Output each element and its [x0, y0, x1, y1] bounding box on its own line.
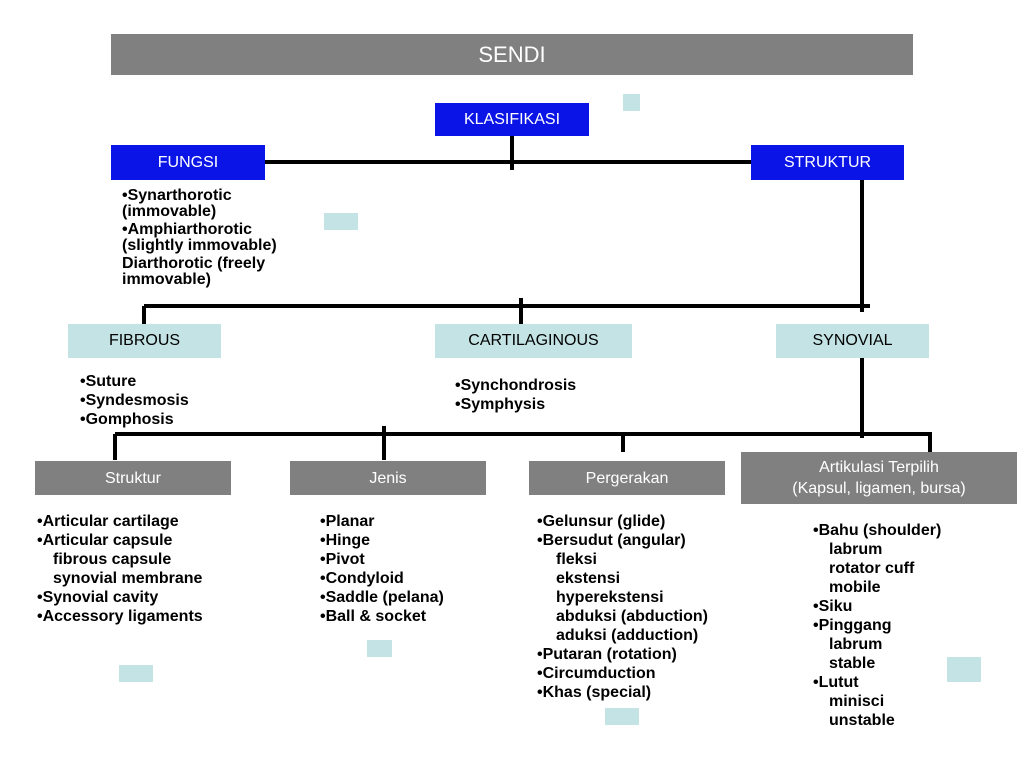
decorative-square	[119, 665, 153, 682]
cartilaginous-box: CARTILAGINOUS	[435, 324, 632, 358]
list-item: •Pinggang	[813, 617, 892, 634]
decorative-square	[324, 213, 358, 230]
list-item: •Suture	[80, 373, 137, 390]
decorative-square	[947, 657, 981, 682]
klasifikasi-box: KLASIFIKASI	[435, 103, 589, 136]
list-item: labrum	[829, 636, 883, 653]
list-item: •Articular capsule	[37, 532, 173, 549]
fibrous-list: •Suture •Syndesmosis •Gomphosis	[80, 372, 189, 429]
list-item: •Hinge	[320, 532, 371, 549]
artikulasi-box: Artikulasi Terpilih (Kapsul, ligamen, bu…	[741, 452, 1017, 504]
artikulasi-label-line1: Artikulasi Terpilih	[819, 459, 939, 476]
list-item: •Synchondrosis	[455, 377, 577, 394]
jenis-box: Jenis	[290, 461, 486, 495]
list-item: •Accessory ligaments	[37, 608, 203, 625]
list-item: •Lutut	[813, 674, 859, 691]
list-item: synovial membrane	[53, 570, 203, 587]
list-item: unstable	[829, 712, 895, 729]
list-item: immovable)	[122, 271, 211, 288]
artikulasi-list: •Bahu (shoulder) labrum rotator cuff mob…	[813, 521, 941, 730]
fibrous-box: FIBROUS	[68, 324, 221, 358]
list-item: fleksi	[556, 551, 597, 568]
synovial-box: SYNOVIAL	[776, 324, 929, 358]
list-item: •Pivot	[320, 551, 365, 568]
list-item: •Planar	[320, 513, 375, 530]
decorative-square	[605, 708, 639, 725]
decorative-square	[367, 640, 392, 657]
list-item: rotator cuff	[829, 560, 915, 577]
list-item: •Gelunsur (glide)	[537, 513, 666, 530]
list-item: •Bersudut (angular)	[537, 532, 686, 549]
list-item: •Saddle (pelana)	[320, 589, 444, 606]
struktur-box: Struktur	[35, 461, 231, 495]
artikulasi-label-line2: (Kapsul, ligamen, bursa)	[792, 480, 966, 497]
decorative-square	[623, 94, 640, 111]
list-item: •Khas (special)	[537, 684, 652, 701]
list-item: •Siku	[813, 598, 853, 615]
list-item: (immovable)	[122, 203, 217, 220]
fungsi-box: FUNGSI	[111, 145, 265, 180]
list-item: mobile	[829, 579, 881, 596]
synovial-label: SYNOVIAL	[812, 332, 893, 349]
list-item: •Synovial cavity	[37, 589, 159, 606]
list-item: (slightly immovable)	[122, 237, 277, 254]
jenis-label: Jenis	[369, 469, 407, 487]
list-item: •Gomphosis	[80, 411, 174, 428]
pergerakan-label: Pergerakan	[585, 469, 669, 487]
struktur-top-box: STRUKTUR	[751, 145, 904, 180]
struktur-label: Struktur	[104, 469, 161, 487]
list-item: labrum	[829, 541, 883, 558]
list-item: •Articular cartilage	[37, 513, 179, 530]
page-title-text: SENDI	[478, 41, 546, 67]
list-item: fibrous capsule	[53, 551, 172, 568]
fungsi-label: FUNGSI	[157, 153, 219, 171]
pergerakan-list: •Gelunsur (glide) •Bersudut (angular) fl…	[537, 512, 708, 702]
list-item: ekstensi	[556, 570, 621, 587]
list-item: hyperekstensi	[556, 589, 664, 606]
fibrous-label: FIBROUS	[108, 332, 181, 349]
jenis-list: •Planar •Hinge •Pivot •Condyloid •Saddle…	[320, 512, 444, 626]
pergerakan-box: Pergerakan	[529, 461, 725, 495]
list-item: •Synarthorotic	[122, 187, 232, 204]
list-item: •Putaran (rotation)	[537, 646, 677, 663]
page-title: SENDI	[111, 34, 913, 75]
list-item: •Symphysis	[455, 396, 546, 413]
list-item: •Condyloid	[320, 570, 404, 587]
list-item: •Circumduction	[537, 665, 656, 682]
klasifikasi-label: KLASIFIKASI	[463, 110, 561, 128]
cartilaginous-list: •Synchondrosis •Symphysis	[455, 376, 576, 414]
struktur-list: •Articular cartilage •Articular capsule …	[37, 512, 203, 626]
list-item: Diarthorotic (freely	[122, 255, 266, 272]
cartilaginous-label: CARTILAGINOUS	[468, 332, 599, 349]
list-item: stable	[829, 655, 876, 672]
list-item: •Ball & socket	[320, 608, 427, 625]
list-item: abduksi (abduction)	[556, 608, 708, 625]
list-item: •Syndesmosis	[80, 392, 189, 409]
list-item: aduksi (adduction)	[556, 627, 699, 644]
list-item: minisci	[829, 693, 885, 710]
struktur-top-label: STRUKTUR	[783, 153, 872, 171]
list-item: •Amphiarthorotic	[122, 221, 253, 238]
list-item: •Bahu (shoulder)	[813, 522, 942, 539]
fungsi-list: •Synarthorotic (immovable) •Amphiarthoro…	[122, 188, 277, 288]
